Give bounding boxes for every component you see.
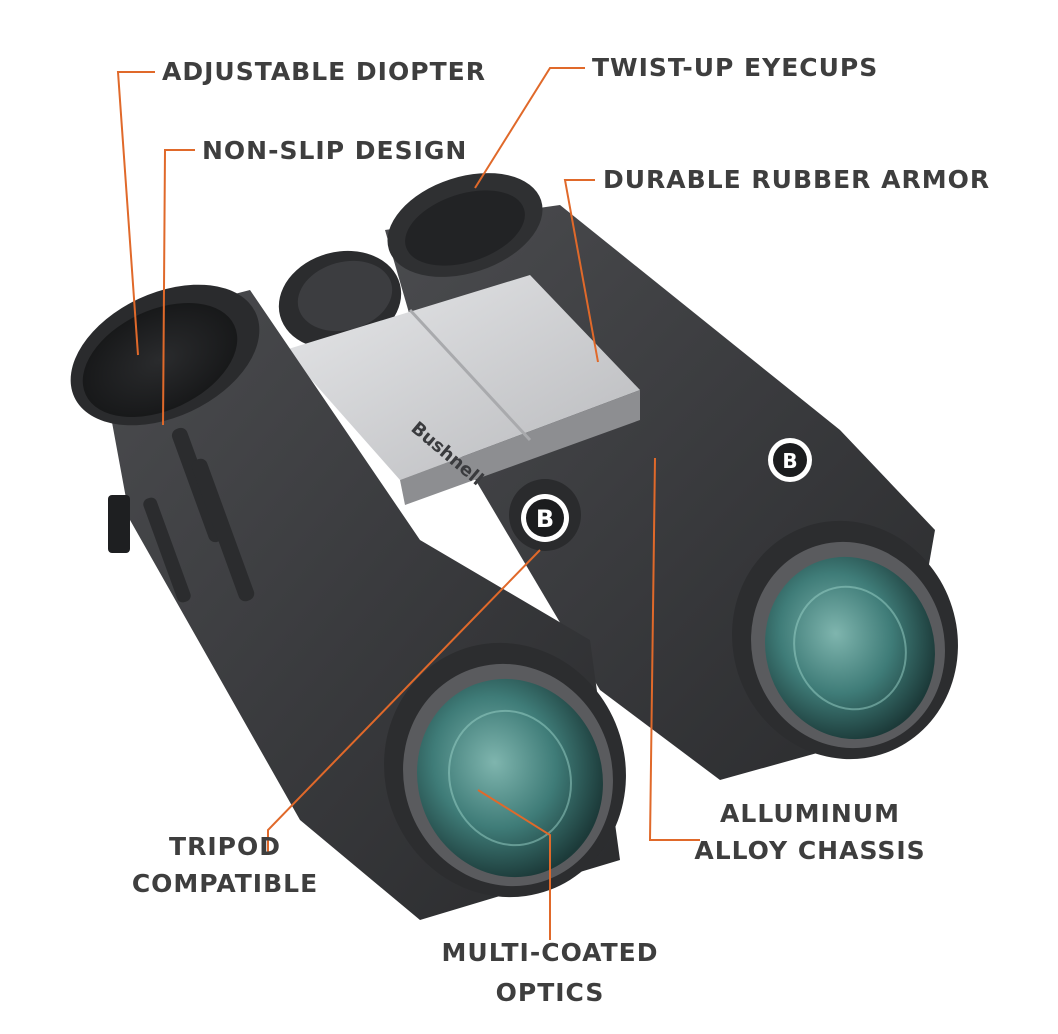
label-tripod-line1: TRIPOD — [169, 832, 281, 861]
callout-lines — [116, 67, 700, 940]
chassis-line — [648, 457, 700, 841]
bridge-plate — [285, 275, 640, 505]
barrel-emblem-letter: B — [782, 449, 797, 473]
right-barrel-emblem: B — [768, 438, 812, 482]
label-tripod-line2: COMPATIBLE — [131, 869, 319, 898]
eyecups-line — [474, 67, 585, 189]
label-non-slip-design: NON-SLIP DESIGN — [202, 136, 468, 165]
label-multicoated-line1: MULTI-COATED — [441, 938, 659, 967]
optics-line — [477, 789, 551, 940]
right-objective-lens — [732, 520, 958, 760]
strap-lug — [108, 495, 130, 553]
tripod-line — [267, 549, 541, 855]
diopter-line — [116, 71, 155, 356]
label-durable-rubber-armor: DURABLE RUBBER ARMOR — [603, 165, 991, 194]
tripod-cap-emblem: B — [536, 505, 554, 533]
label-alluminum-line1: ALLUMINUM — [720, 799, 900, 828]
tripod-adapter-cap: B — [509, 479, 581, 551]
left-objective-lens — [384, 642, 626, 898]
label-adjustable-diopter: ADJUSTABLE DIOPTER — [162, 57, 486, 86]
non-slip-grip-ridges — [143, 427, 255, 603]
non-slip-line — [162, 149, 195, 426]
label-twist-up-eyecups: TWIST-UP EYECUPS — [592, 53, 879, 82]
rubber-armor-line — [563, 179, 599, 363]
label-alluminum-line2: ALLOY CHASSIS — [694, 836, 926, 865]
label-multicoated-line2: OPTICS — [495, 978, 605, 1007]
